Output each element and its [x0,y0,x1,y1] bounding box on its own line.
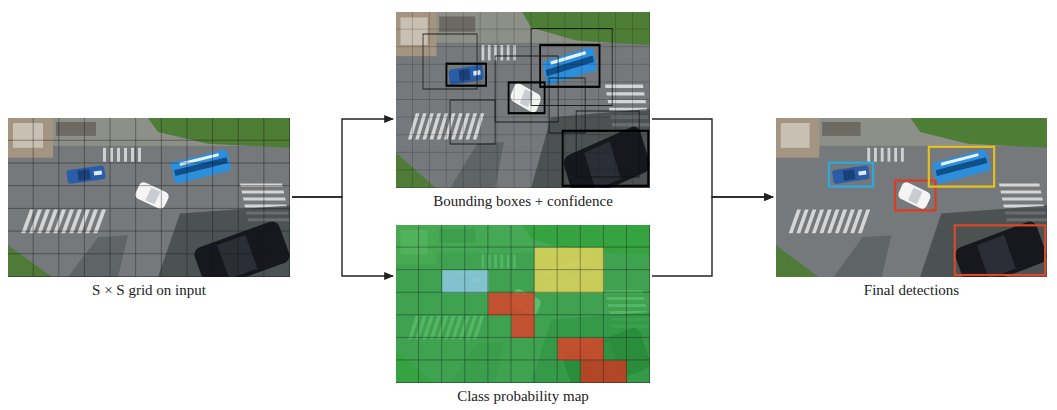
street-scene [776,118,1049,291]
panel-caption: Bounding boxes + confidence [394,192,652,210]
flow-arrow [652,197,773,276]
panel-caption: S × S grid on input [6,281,292,299]
street-scene [396,12,652,203]
panel-caption: Final detections [774,281,1049,299]
detection-box [829,163,873,187]
candidate-boxes [423,29,639,178]
street-scene [8,118,292,291]
detected-boxes [446,45,648,186]
image-panel: Class probability map [394,225,652,405]
image-panel: Final detections [774,118,1049,299]
grid-overlay [396,225,650,383]
detection-box [955,225,1045,275]
bbox-image [396,12,652,203]
panel-caption: Class probability map [394,387,652,405]
final-image [776,118,1049,291]
class-map-image [396,225,652,397]
street-scene [396,225,652,397]
input-image [8,118,292,291]
flow-arrow [292,197,393,276]
green-overlay [396,225,650,383]
flow-arrow [292,119,393,197]
flow-arrow [652,119,773,197]
image-panel: Bounding boxes + confidence [394,12,652,210]
image-panel: S × S grid on input [6,118,292,299]
grid-overlay [396,12,650,188]
grid-overlay [8,118,290,277]
detection-box [929,147,994,187]
